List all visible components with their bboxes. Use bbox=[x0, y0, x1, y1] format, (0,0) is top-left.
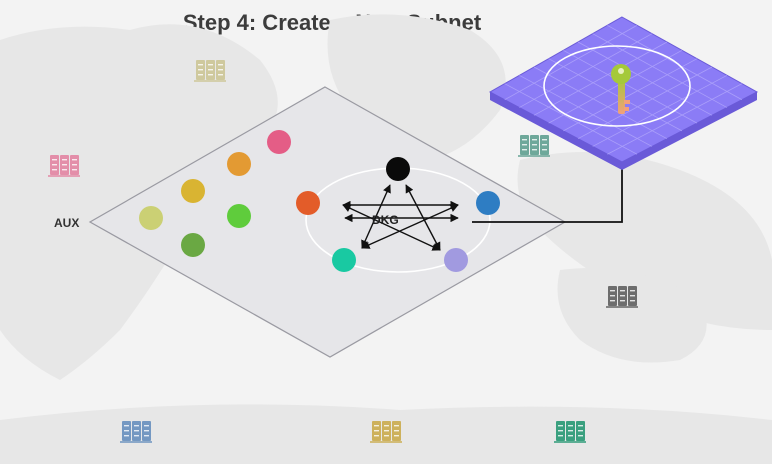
aux-plane bbox=[88, 86, 567, 358]
server-icon-blue bbox=[120, 421, 152, 443]
new-subnet bbox=[488, 16, 759, 170]
key-icon bbox=[611, 64, 631, 114]
server-icon-gold bbox=[370, 421, 402, 443]
blue-node bbox=[476, 191, 500, 215]
pink-node bbox=[267, 130, 291, 154]
server-icon-green bbox=[554, 421, 586, 443]
server-icon-teal bbox=[518, 135, 550, 157]
orange-node bbox=[227, 152, 251, 176]
server-icon-gray bbox=[606, 286, 638, 308]
node-group bbox=[139, 130, 500, 272]
aux-label: AUX bbox=[54, 216, 79, 230]
black-node bbox=[386, 157, 410, 181]
lavender-node bbox=[444, 248, 468, 272]
lime-node bbox=[139, 206, 163, 230]
subnet-ring bbox=[543, 45, 691, 127]
dkg-label: DKG bbox=[372, 213, 399, 227]
green-node bbox=[227, 204, 251, 228]
dkg-arrows bbox=[342, 184, 459, 251]
server-group bbox=[48, 60, 638, 443]
server-icon-beige bbox=[194, 60, 226, 82]
mustard-node bbox=[181, 179, 205, 203]
server-icon-pink bbox=[48, 155, 80, 177]
teal-node bbox=[332, 248, 356, 272]
olive-node bbox=[181, 233, 205, 257]
red-orange-node bbox=[296, 191, 320, 215]
